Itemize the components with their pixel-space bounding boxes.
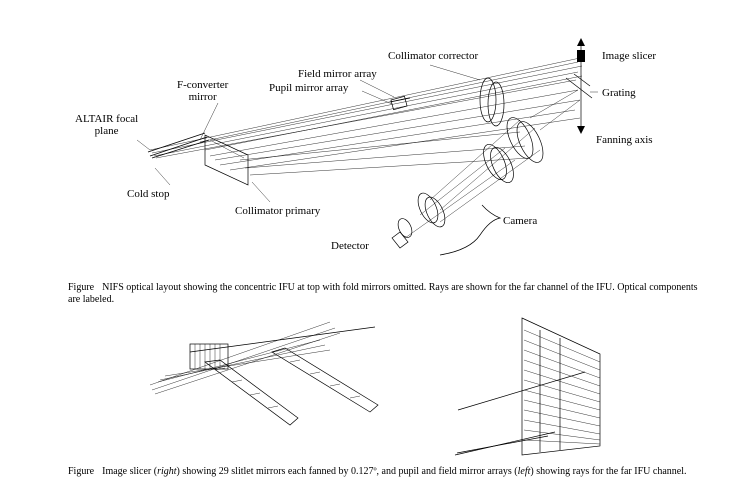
figure-2-caption-left: left	[517, 466, 531, 477]
figure-2-caption-right: right	[157, 466, 177, 477]
figure-2-caption-part2: ) showing 29 slitlet mirrors each fanned…	[176, 466, 518, 477]
label-collimator-corrector: Collimator corrector	[388, 50, 479, 62]
mirror-arrays-shape	[389, 95, 411, 111]
label-image-slicer: Image slicer	[602, 50, 657, 62]
label-cold-stop: Cold stop	[127, 188, 170, 200]
label-altair: ALTAIR focal plane	[75, 113, 139, 137]
label-field-mirror-array: Field mirror array	[298, 68, 377, 80]
label-detector: Detector	[331, 240, 369, 252]
label-collimator-primary: Collimator primary	[235, 205, 321, 217]
input-rays	[147, 132, 210, 159]
ray-bundle-main	[149, 57, 583, 176]
figure-1-word: Figure	[68, 282, 95, 293]
label-pupil-mirror-array: Pupil mirror array	[269, 82, 349, 94]
label-fanning-axis: Fanning axis	[596, 134, 653, 146]
figure-2-word: Figure	[68, 466, 95, 477]
label-grating: Grating	[602, 87, 636, 99]
figure-2-caption: Figure Image slicer (right) showing 29 sl…	[68, 466, 698, 478]
collimator-corrector-lens	[479, 77, 505, 127]
camera-lenses	[391, 89, 581, 249]
figure-2-caption-part1: Image slicer (	[102, 466, 158, 477]
leader-lines	[136, 64, 598, 203]
camera-bracket	[439, 204, 502, 256]
image-slicer-shape	[565, 38, 593, 134]
mirror-array-drawing	[149, 321, 379, 426]
label-f-converter: F-converter mirror	[177, 79, 229, 103]
label-camera: Camera	[503, 215, 538, 227]
figure-1-caption-text: NIFS optical layout showing the concentr…	[68, 282, 698, 305]
collimator-primary-shape	[204, 134, 249, 186]
image-slicer-drawing	[454, 317, 601, 456]
figure-2-caption-part3: ) showing rays for the far IFU channel.	[530, 466, 687, 477]
